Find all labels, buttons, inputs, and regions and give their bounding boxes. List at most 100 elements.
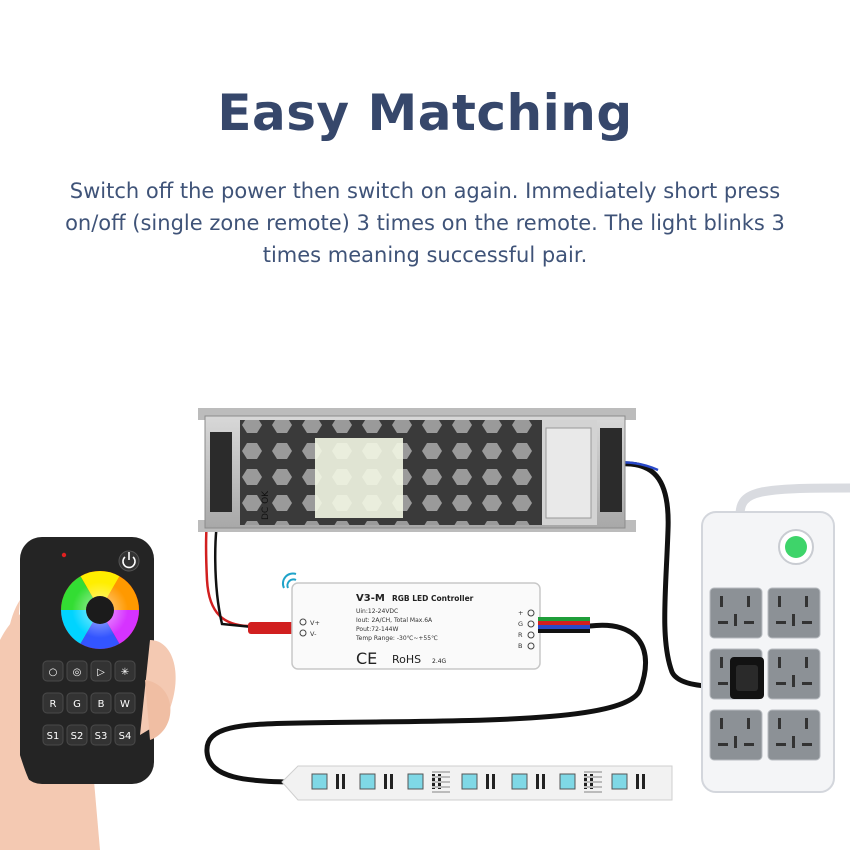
psu-terminal-left [210,432,232,512]
resistor [486,774,489,789]
solder-pad [432,781,450,783]
color-button-label: W [120,699,130,710]
solder-pad [432,776,450,778]
rgb-cable-to-strip [204,622,649,785]
psu-internal-board [315,438,403,518]
power-icon[interactable] [118,550,140,572]
plug [730,657,764,699]
mode-button[interactable]: ○ [42,660,64,682]
terminal-dot [527,620,535,628]
scene-button[interactable]: S3 [90,724,112,746]
resistor [642,774,645,789]
solder-pad [584,781,602,783]
controller-spec: Iout: 2A/CH, Total Max.6A [356,617,433,624]
led-chip [407,773,424,790]
ce-mark: CE [356,649,377,668]
power-supply: DC OK [198,408,636,532]
color-button[interactable]: R [42,692,64,714]
page-title: Easy Matching [217,84,633,142]
mode-button[interactable]: ◎ [66,660,88,682]
color-button[interactable]: W [114,692,136,714]
controller-spec: Uin:12-24VDC [356,608,398,615]
color-wheel-center[interactable] [86,596,114,624]
solder-pad [584,786,602,788]
rgb-connector [538,617,590,633]
terminal-label: R [518,631,523,639]
rohs-mark: RoHS [392,653,421,666]
terminal-label: V+ [310,619,320,627]
color-button-label: R [50,699,57,710]
controller-model: V3-M [356,593,385,604]
outlet-socket [767,648,821,700]
scene-button-label: S4 [119,731,132,742]
power-outlet-strip [701,511,835,793]
outlet-socket [767,709,821,761]
color-button[interactable]: G [66,692,88,714]
remote-led [61,552,67,558]
resistor [336,774,339,789]
controller-spec: Temp Range: -30℃~+55℃ [355,635,438,642]
resistor [492,774,495,789]
scene-button[interactable]: S1 [42,724,64,746]
terminal-label: + [518,609,523,617]
mode-button-label: ▷ [97,667,105,678]
scene-button[interactable]: S2 [66,724,88,746]
led-chip [611,773,628,790]
led-chip [359,773,376,790]
instruction-text: Switch off the power then switch on agai… [65,179,785,267]
rgb-controller: V3-M RGB LED Controller Uin:12-24VDC Iou… [281,572,590,670]
resistor [536,774,539,789]
color-button-label: B [98,699,105,710]
outlet-socket [767,587,821,639]
color-button-label: G [73,699,81,710]
led-chip [511,773,528,790]
mode-button[interactable]: ✳ [114,660,136,682]
solder-pad [432,786,450,788]
frequency-label: 2.4G [432,658,447,665]
scene-button-label: S1 [47,731,60,742]
resistor [342,774,345,789]
psu-dc-ok-label: DC OK [261,490,271,520]
mode-button-label: ◎ [73,667,82,678]
mode-button-label: ✳ [121,667,129,678]
psu-label [545,427,592,519]
scene-button[interactable]: S4 [114,724,136,746]
terminal-dot [527,609,535,617]
solder-pad [432,771,450,773]
resistor [384,774,387,789]
color-button[interactable]: B [90,692,112,714]
terminal-label: V- [310,630,317,638]
led-chip [461,773,478,790]
color-wheel[interactable] [60,570,140,650]
terminal-label: G [518,620,523,628]
scene-button-label: S3 [95,731,108,742]
terminal-dot [299,629,307,637]
mode-button[interactable]: ▷ [90,660,112,682]
resistor [390,774,393,789]
led-chip [559,773,576,790]
outlet-socket [709,587,763,639]
wires [204,461,850,785]
controller-spec: Pout:72-144W [356,626,399,633]
terminal-dot [299,618,307,626]
led-chip [311,773,328,790]
resistor [636,774,639,789]
wifi-icon [281,572,297,589]
terminal-dot [527,631,535,639]
controller-name: RGB LED Controller [392,594,474,603]
wire-sleeve [248,622,294,634]
mode-button-label: ○ [49,667,58,678]
power-indicator-light [785,536,807,558]
power-cord-to-outlet [607,461,741,690]
resistor [542,774,545,789]
outlet-cord [735,483,850,520]
hand-with-remote: ○ ◎ ▷ ✳ R G B W S1 S2 S3 S4 [0,537,176,850]
scene-button-label: S2 [71,731,84,742]
outlet-socket [709,709,763,761]
solder-pad [584,771,602,773]
terminal-label: B [518,642,522,650]
solder-pad [584,776,602,778]
solder-pad [432,791,450,793]
terminal-dot [527,642,535,650]
